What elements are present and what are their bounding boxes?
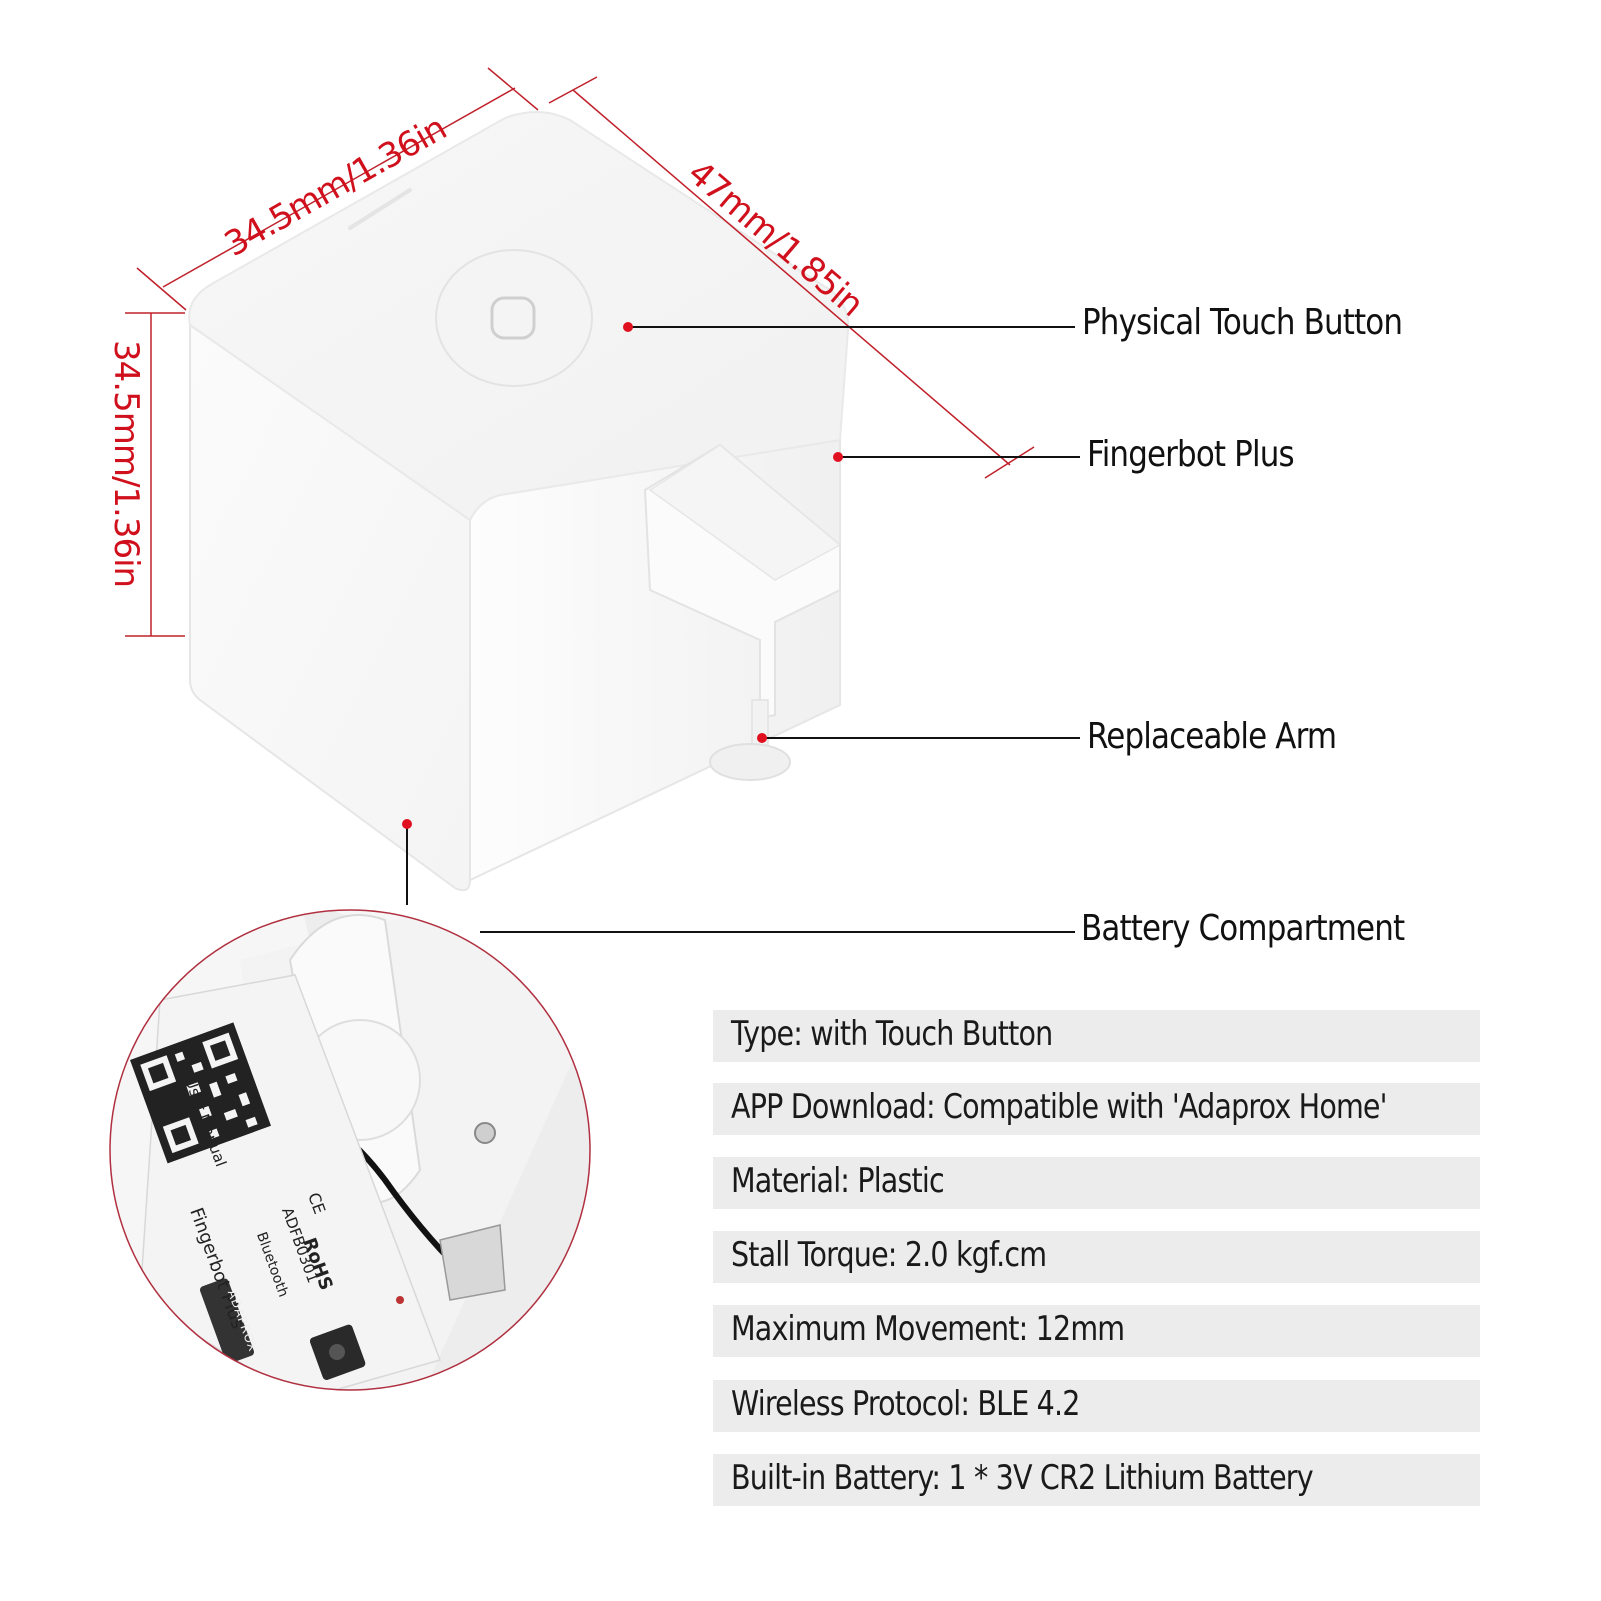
spec-row-type: Type: with Touch Button xyxy=(713,1010,1480,1062)
callout-physical-touch-button: Physical Touch Button xyxy=(1082,302,1403,343)
spec-text: Wireless Protocol: BLE 4.2 xyxy=(731,1384,1080,1424)
spec-text: Maximum Movement: 12mm xyxy=(731,1309,1125,1349)
battery-compartment-inset xyxy=(109,909,591,1391)
callout-battery-compartment: Battery Compartment xyxy=(1081,908,1405,949)
callout-leaders xyxy=(402,322,1080,933)
spec-text: APP Download: Compatible with 'Adaprox H… xyxy=(731,1087,1388,1127)
arm-foot xyxy=(709,743,791,781)
dimension-lines xyxy=(125,67,1035,637)
callout-fingerbot-plus: Fingerbot Plus xyxy=(1087,434,1295,475)
spec-text: Type: with Touch Button xyxy=(731,1014,1053,1054)
qr-code xyxy=(130,1022,271,1164)
device-body xyxy=(188,110,850,892)
spec-text: Built-in Battery: 1 * 3V CR2 Lithium Bat… xyxy=(731,1458,1314,1498)
brand-badge xyxy=(200,1278,254,1364)
callout-replaceable-arm: Replaceable Arm xyxy=(1087,716,1337,757)
spec-row-app-download: APP Download: Compatible with 'Adaprox H… xyxy=(713,1083,1480,1135)
spec-row-maximum-movement: Maximum Movement: 12mm xyxy=(713,1305,1480,1357)
spec-row-battery: Built-in Battery: 1 * 3V CR2 Lithium Bat… xyxy=(713,1454,1480,1506)
spec-row-wireless-protocol: Wireless Protocol: BLE 4.2 xyxy=(713,1380,1480,1432)
touch-button-icon xyxy=(490,296,536,340)
spec-row-material: Material: Plastic xyxy=(713,1157,1480,1209)
spec-text: Material: Plastic xyxy=(731,1161,945,1201)
dimension-height-label: 34.5mm/1.36in xyxy=(106,340,146,588)
touch-ring xyxy=(435,249,593,387)
spec-text: Stall Torque: 2.0 kgf.cm xyxy=(731,1235,1047,1275)
spec-row-stall-torque: Stall Torque: 2.0 kgf.cm xyxy=(713,1231,1480,1283)
